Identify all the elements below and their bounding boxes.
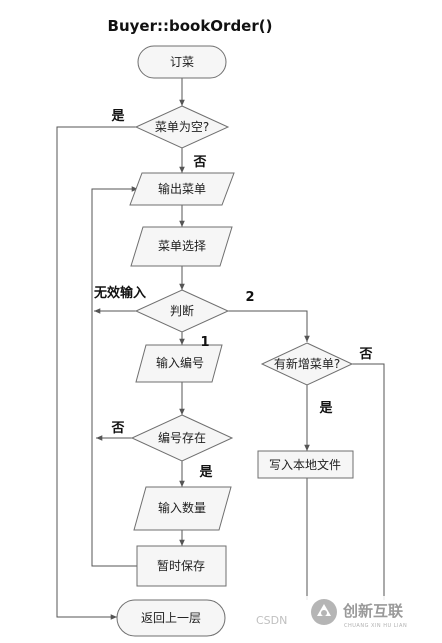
node-input-no: 输入编号 — [135, 344, 223, 383]
edge-judge-to-new-item — [228, 310, 310, 342]
label-exists-yes: 是 — [198, 465, 213, 480]
label-judge-two: 2 — [245, 290, 254, 305]
label-new-item-no: 否 — [358, 347, 372, 362]
node-judge-label: 判断 — [170, 303, 194, 318]
label-judge-one: 1 — [200, 335, 209, 350]
label-empty-yes: 是 — [110, 109, 125, 124]
node-return-label: 返回上一层 — [141, 611, 201, 625]
watermark-sub: CHUANG XIN HU LIAN — [344, 623, 407, 629]
node-new-item: 有新增菜单? — [260, 342, 354, 386]
node-new-item-label: 有新增菜单? — [274, 356, 340, 371]
node-input-no-label: 输入编号 — [156, 355, 204, 370]
node-start-label: 订菜 — [170, 55, 194, 69]
node-write-file: 写入本地文件 — [257, 450, 354, 479]
label-empty-no: 否 — [192, 155, 206, 170]
label-invalid-input: 无效输入 — [93, 285, 146, 301]
label-new-item-yes: 是 — [318, 401, 333, 416]
node-temp-save-label: 暂时保存 — [157, 559, 205, 573]
node-print-menu-label: 输出菜单 — [158, 181, 206, 196]
watermark-logo-icon — [311, 599, 337, 625]
edge-new-item-no — [352, 363, 385, 600]
node-menu-empty: 菜单为空? — [134, 105, 230, 149]
node-temp-save: 暂时保存 — [136, 545, 227, 587]
label-exists-no: 否 — [110, 421, 124, 436]
node-judge: 判断 — [134, 289, 230, 333]
node-menu-empty-label: 菜单为空? — [155, 120, 209, 134]
node-write-file-label: 写入本地文件 — [269, 457, 341, 472]
node-start: 订菜 — [137, 45, 227, 79]
edge-empty-yes-to-return — [56, 126, 137, 620]
edge-labels: 是 否 无效输入 2 1 否 是 否 是 — [93, 109, 373, 480]
node-no-exists-label: 编号存在 — [158, 430, 206, 445]
node-print-menu: 输出菜单 — [129, 172, 235, 206]
node-input-qty: 输入数量 — [133, 486, 232, 531]
watermark-brand: 创新互联 — [342, 602, 404, 620]
watermark: CSDN 创新互联 CHUANG XIN HU LIAN — [256, 596, 442, 639]
edges — [56, 78, 385, 620]
node-return: 返回上一层 — [116, 599, 226, 637]
node-no-exists: 编号存在 — [130, 414, 234, 462]
watermark-csdn: CSDN — [256, 614, 287, 627]
diagram-title: Buyer::bookOrder() — [108, 17, 273, 35]
node-menu-select-label: 菜单选择 — [158, 239, 206, 253]
node-menu-select: 菜单选择 — [130, 226, 233, 267]
edge-save-loop-to-print — [91, 186, 138, 567]
node-input-qty-label: 输入数量 — [158, 500, 206, 515]
